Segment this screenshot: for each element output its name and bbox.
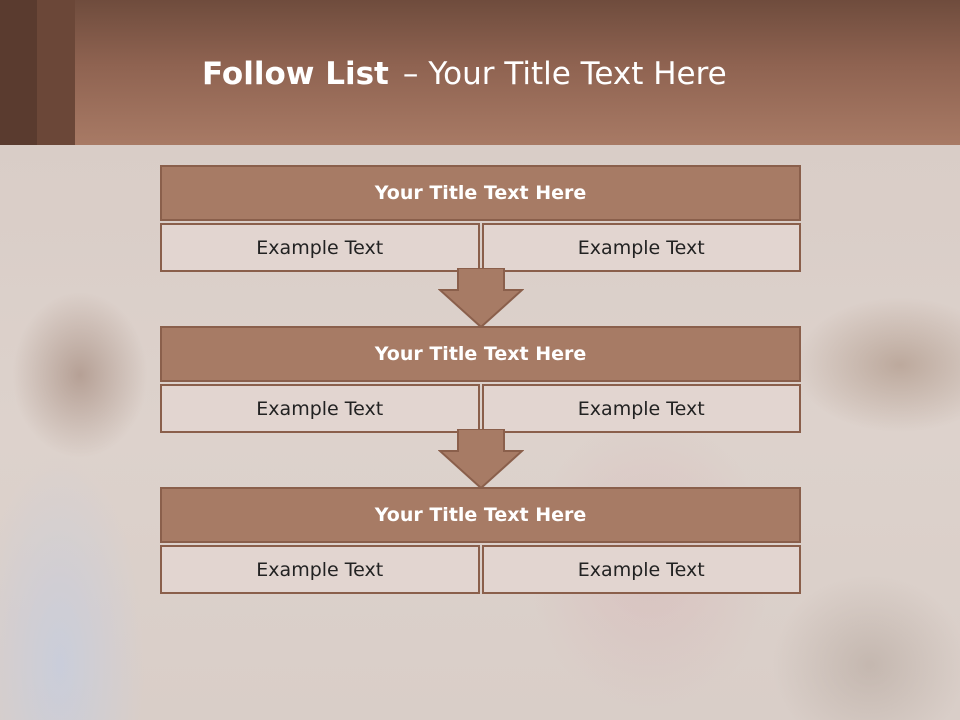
step-row: Example Text Example Text [160, 223, 801, 272]
step-cell-right: Example Text [481, 223, 801, 272]
step-row: Example Text Example Text [160, 545, 801, 594]
header-stripe [0, 0, 75, 145]
step-block-2: Your Title Text Here Example Text Exampl… [160, 326, 801, 433]
title-rest: Your Title Text Here [428, 56, 727, 92]
step-row: Example Text Example Text [160, 384, 801, 433]
down-arrow-icon [438, 429, 524, 489]
title-bold: Follow List [202, 56, 389, 92]
down-arrow-icon [438, 268, 524, 328]
title-dash: – [402, 56, 419, 92]
step-cell-right: Example Text [481, 384, 801, 433]
step-cell-right: Example Text [481, 545, 801, 594]
step-title: Your Title Text Here [160, 165, 801, 221]
step-block-1: Your Title Text Here Example Text Exampl… [160, 165, 801, 272]
step-cell-left: Example Text [160, 384, 480, 433]
step-title: Your Title Text Here [160, 326, 801, 382]
slide-header: Follow List–Your Title Text Here [0, 0, 960, 145]
step-block-3: Your Title Text Here Example Text Exampl… [160, 487, 801, 594]
step-cell-left: Example Text [160, 223, 480, 272]
step-title: Your Title Text Here [160, 487, 801, 543]
slide-title: Follow List–Your Title Text Here [202, 56, 727, 92]
step-cell-left: Example Text [160, 545, 480, 594]
